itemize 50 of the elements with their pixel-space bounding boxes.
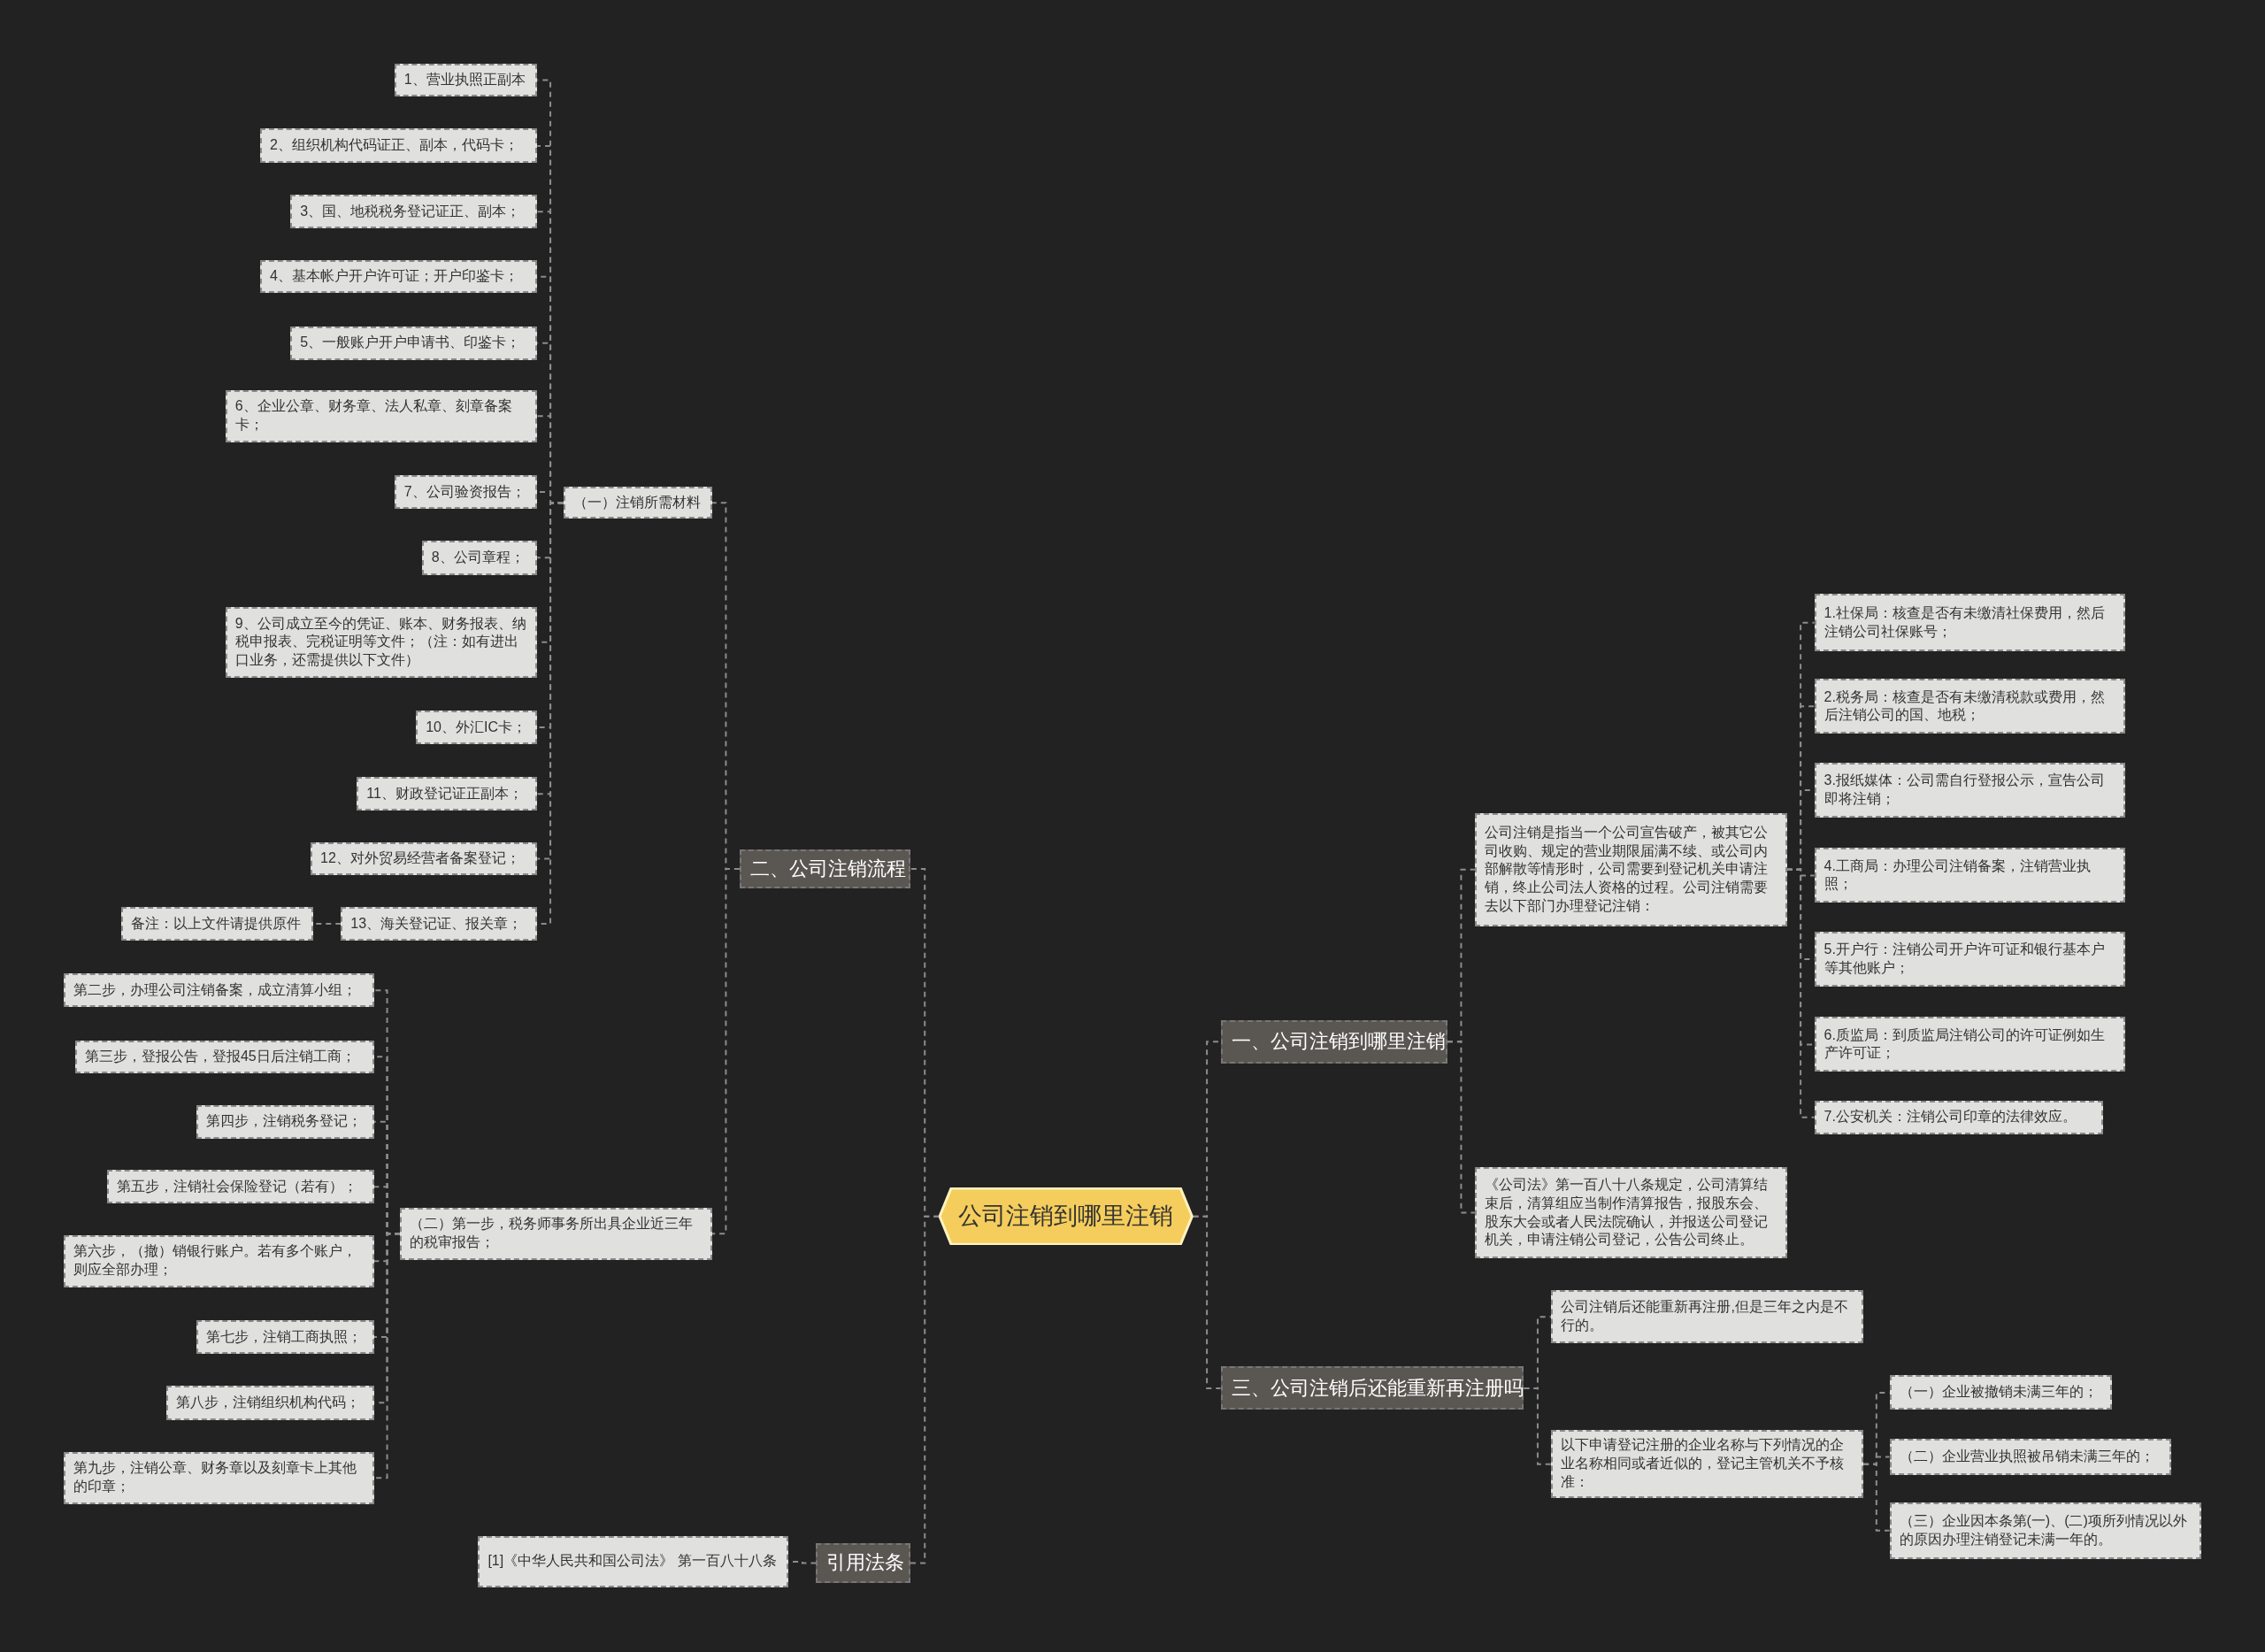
topic-box: 4、基本帐户开户许可证；开户印鉴卡； [259,259,538,294]
topic-box: 2、组织机构代码证正、副本，代码卡； [259,128,538,164]
topic-box: 第三步，登报公告，登报45日后注销工商； [74,1040,374,1074]
topic-box: （一）企业被撤销未满三年的； [1889,1375,2112,1410]
topic-box: （三）企业因本条第(一)、(二)项所列情况以外的原因办理注销登记未满一年的。 [1889,1502,2202,1559]
topic-box: 4.工商局：办理公司注销备案，注销营业执照； [1814,848,2125,903]
topic-box: 5、一般账户开户申请书、印鉴卡； [290,326,538,360]
topic-box: 备注：以上文件请提供原件 [121,907,314,941]
topic-box: 公司注销后还能重新再注册,但是三年之内是不行的。 [1551,1289,1864,1344]
topic-box: 第九步，注销公章、财务章以及刻章卡上其他的印章； [63,1451,374,1504]
branch-topic: 二、公司注销流程 [739,849,910,889]
topic-box: 公司注销是指当一个公司宣告破产，被其它公司收购、规定的营业期限届满不续、或公司内部解散等情形时，公司需要到登记机关申请注销，终止公司法人资格的过程。公司注销需要去以下部门办理登记注销： [1474,813,1787,926]
topic-box: 第四步，注销税务登记； [196,1104,374,1139]
topic-box: （一）注销所需材料 [563,487,712,519]
branch-topic: 三、公司注销后还能重新再注册吗 [1220,1366,1524,1410]
topic-box: 7.公安机关：注销公司印章的法律效应。 [1814,1101,2104,1134]
central-topic: 公司注销到哪里注销 [939,1187,1194,1246]
topic-box: 8、公司章程； [421,540,538,575]
branch-topic: 引用法条 [816,1542,910,1584]
topic-box: 第五步，注销社会保险登记（若有）； [106,1170,374,1203]
connector-line [1785,868,1816,1118]
topic-box: 3、国、地税税务登记证正、副本； [290,195,538,228]
topic-box: （二）第一步，税务师事务所出具企业近三年的税审报告； [400,1207,712,1260]
topic-box: 第六步，（撤）销银行账户。若有多个账户，则应全部办理； [63,1234,374,1287]
topic-box: 9、公司成立至今的凭证、账本、财务报表、纳税申报表、完税证明等文件；（注：如有进出口业务，还需提供以下文件） [225,606,538,678]
topic-box: 《公司法》第一百八十八条规定，公司清算结束后，清算组应当制作清算报告，报股东会、股东大会或者人民法院确认，并报送公司登记机关，申请注销公司登记，公告公司终止。 [1474,1167,1787,1258]
topic-box: 以下申请登记注册的企业名称与下列情况的企业名称相同或者近似的，登记主管机关不予核准： [1551,1430,1864,1499]
topic-box: 11、财政登记证正副本； [357,777,538,811]
connector-line [1523,1387,1553,1465]
topic-box: 第七步，注销工商执照； [196,1320,374,1354]
topic-box: 1.社保局：核查是否有未缴清社保费用，然后注销公司社保账号； [1814,594,2125,652]
topic-box: 2.税务局：核查是否有未缴清税款或费用，然后注销公司的国、地税； [1814,679,2125,734]
connector-line [909,1215,941,1564]
topic-box: 3.报纸媒体：公司需自行登报公示，宣告公司即将注销； [1814,763,2125,818]
connector-line [1446,1041,1476,1214]
topic-box: 7、公司验资报告； [394,475,538,509]
topic-box: 6.质监局：到质监局注销公司的许可证例如生产许可证； [1814,1017,2125,1072]
connector-line [1192,1215,1222,1389]
topic-box: 12、对外贸易经营者备案登记； [311,841,538,876]
topic-box: （二）企业营业执照被吊销未满三年的； [1889,1439,2171,1475]
topic-box: 6、企业公章、财务章、法人私章、刻章备案卡； [225,389,538,442]
connector-line [1862,1463,1891,1532]
topic-box: 10、外汇IC卡； [416,711,538,744]
topic-box: 1、营业执照正副本 [394,63,538,97]
topic-box: 5.开户行：注销公司开户许可证和银行基本户等其他账户； [1814,932,2125,987]
topic-box: 13、海关登记证、报关章； [341,907,538,941]
topic-box: 第二步，办理公司注销备案，成立清算小组； [63,973,374,1007]
topic-box: [1]《中华人民共和国公司法》 第一百八十八条 [478,1535,789,1588]
branch-topic: 一、公司注销到哪里注销 [1220,1019,1447,1064]
topic-box: 第八步，注销组织机构代码； [165,1385,374,1420]
